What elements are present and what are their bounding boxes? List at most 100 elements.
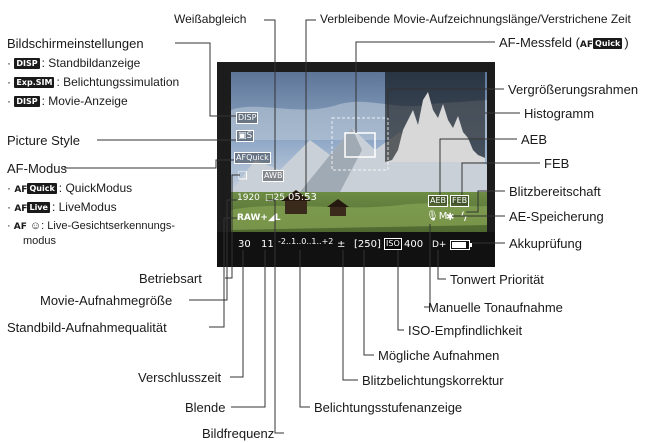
awb-text: AWB (264, 171, 283, 180)
hut (285, 200, 307, 214)
frame-rate: □25 (265, 193, 285, 203)
iso-text: 400 (404, 239, 424, 250)
flash-comp-icon: ± (337, 239, 345, 251)
line-bildfrequenz (268, 199, 284, 434)
bullet-standbild: · DISP: Standbildanzeige (7, 56, 141, 70)
af-quick-text: AFQuick (236, 153, 269, 162)
live-text: : LiveModus (51, 200, 117, 214)
exp-sim-icon: Exp.SIM (14, 77, 55, 88)
label-betriebsart: Betriebsart (139, 271, 202, 286)
style-text: S (246, 131, 253, 141)
line-ton (424, 224, 431, 308)
magnify-frame (331, 117, 389, 171)
line-af-modus (64, 159, 234, 169)
line-feb (461, 162, 540, 195)
battery-icon (450, 240, 472, 250)
bullet-face-2: modus (23, 235, 57, 247)
line-moegliche (363, 250, 374, 356)
line-blitzkorr (342, 250, 358, 381)
scale-text: -2..1..0..1..+2 (278, 237, 334, 246)
standbild-text: : Standbildanzeige (41, 56, 141, 70)
af-quick-small-icon: Quick (593, 38, 623, 49)
mic-text: M (438, 211, 448, 222)
af-prefix-3: AF (13, 222, 27, 232)
af-prefix-2: AF (14, 204, 28, 214)
shutter-speed: 30 (238, 239, 251, 251)
movie-disp-icon: DISP (14, 96, 40, 107)
mic-icon: 🎙M (426, 211, 448, 222)
af-prefix-1: AF (14, 185, 28, 195)
label-akku: Akkuprüfung (509, 236, 582, 251)
label-aeb: AEB (521, 132, 548, 147)
line-standbild-qual (209, 217, 237, 328)
quick-icon: Quick (27, 183, 57, 194)
label-verschlusszeit: Verschlusszeit (138, 370, 222, 385)
hut-roof (281, 190, 311, 201)
camera-disp-icon: DISP (14, 58, 40, 69)
face-icon: ☺ (29, 220, 42, 232)
line-bildschirm (175, 42, 236, 117)
disp-text: DISP (238, 113, 257, 122)
label-histogramm: Histogramm (524, 106, 595, 121)
af-prefix-4: AF (579, 40, 594, 50)
line-blende (231, 250, 266, 408)
picture-style-icon: ▣S (236, 130, 255, 142)
label-ae-speicher: AE-Speicherung (509, 209, 604, 224)
aeb-box: AEB (428, 195, 449, 207)
line-betriebsart (225, 174, 240, 279)
d-plus: D+ (432, 239, 446, 251)
aperture: 11 (261, 239, 274, 251)
quality: RAW+◢L (237, 212, 281, 224)
line-blitzbereit (466, 190, 505, 213)
label-belichtungsstufen: Belichtungsstufenanzeige (314, 400, 463, 415)
movie-size: 1920 (237, 192, 260, 204)
iso-value: 400 (404, 239, 423, 251)
ae-lock-icon: ✱ (446, 212, 454, 224)
shutter-text: 30 (238, 239, 251, 250)
mountain-shade (300, 128, 362, 192)
label-bildschirm: Bildschirmeinstellungen (7, 36, 144, 51)
af-messfeld-end: ) (624, 35, 629, 50)
mountains (231, 128, 487, 200)
line-tonwert (437, 250, 446, 280)
line-movie-zeit (305, 19, 316, 192)
aperture-text: 11 (261, 239, 274, 250)
label-standbild-qual: Standbild-Aufnahmequalität (7, 320, 167, 335)
line-verschlusszeit (230, 250, 244, 378)
movie-size-text: 1920 (237, 193, 260, 203)
feb-box: FEB (450, 195, 470, 207)
disp-icon: DISP (236, 112, 259, 124)
shots: [250] (354, 239, 381, 251)
face-text-1: : Live-Gesichtserkennungs- (41, 220, 176, 232)
label-bildfrequenz: Bildfrequenz (202, 426, 275, 441)
aeb-box-text: AEB (430, 196, 447, 205)
label-movie-zeit: Verbleibende Movie-Aufzeichnungslänge/Ve… (320, 12, 631, 26)
label-blitzkorr: Blitzbelichtungskorrektur (362, 373, 504, 388)
flash-ready-icon: ϟ (460, 211, 468, 223)
label-tonwert: Tonwert Priorität (450, 272, 544, 287)
iso-icon-text: ISO (386, 239, 400, 248)
line-aeb (439, 138, 517, 195)
awb-icon: AWB (262, 170, 285, 182)
label-weissabgleich: Weißabgleich (174, 12, 247, 26)
label-ton: Manuelle Tonaufnahme (428, 300, 563, 315)
belicht-text: : Belichtungssimulation (56, 75, 180, 89)
ae-lock-text: ✱ (446, 212, 455, 223)
line-iso (397, 250, 404, 331)
line-vergroesserung (387, 88, 504, 118)
hut2-roof (327, 199, 349, 207)
histogram (385, 92, 485, 162)
feb-box-text: FEB (452, 196, 468, 205)
drive-mode-icon: ❑ (238, 169, 248, 182)
label-blitzbereit: Blitzbereitschaft (509, 184, 601, 199)
af-frame (344, 132, 376, 158)
label-moegliche: Mögliche Aufnahmen (378, 348, 500, 363)
label-feb: FEB (544, 156, 570, 171)
label-af-modus: AF-Modus (7, 161, 67, 176)
label-movie-groesse: Movie-Aufnahmegröße (40, 293, 173, 308)
live-icon: Live (27, 202, 50, 213)
